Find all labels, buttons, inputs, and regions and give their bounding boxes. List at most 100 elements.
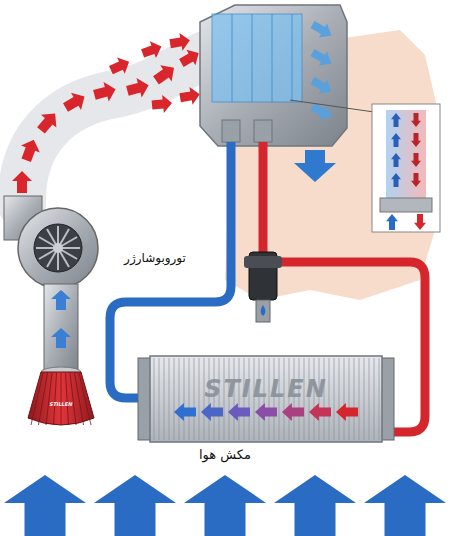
air-arrow (169, 33, 189, 51)
core-arrow (174, 403, 196, 421)
intake-manifold (200, 5, 347, 146)
manifold-heat-exchanger (212, 14, 302, 102)
pleat-line (66, 373, 69, 425)
intercooler-node: STILLEN (160, 372, 372, 406)
ambient-air-arrows (4, 475, 446, 536)
pleat-line (75, 373, 84, 425)
runner-arrow (311, 49, 332, 66)
runner-arrow (311, 77, 332, 94)
air-arrow (93, 82, 116, 101)
ambient-air-arrow (364, 475, 446, 536)
intake-arrow (51, 290, 71, 310)
inset-arrow (386, 214, 398, 230)
ambient-air-arrow (4, 475, 86, 536)
coolant-port (254, 120, 272, 142)
node-label: توروبوشارژر (124, 251, 186, 265)
charge-air-duct (22, 55, 205, 205)
inset-arrow (391, 173, 401, 187)
pleat-line (39, 373, 48, 425)
ambient-air-arrow (94, 475, 176, 536)
hot-coolant-pipe (259, 142, 268, 258)
fin-line (194, 358, 195, 440)
air-arrow (179, 87, 199, 105)
ambient-air-arrow (274, 475, 356, 536)
intake-caption: مکش هوا (199, 447, 251, 462)
intake-arrows (51, 290, 71, 348)
exchanger-fins (232, 14, 292, 102)
air-arrow (21, 140, 40, 162)
fin-line (339, 358, 340, 440)
inset-arrow (411, 153, 421, 167)
detail-inset (372, 104, 440, 232)
pleat-line (46, 373, 52, 425)
inset-arrow (391, 153, 401, 167)
filter-brand: STILLEN (50, 401, 73, 407)
fin-line (374, 358, 375, 440)
turbocharger-node: توروبوشارژر (110, 244, 200, 272)
fin-line (199, 358, 200, 440)
runner-arrow (311, 21, 332, 38)
air-arrow (141, 41, 161, 58)
node-label: STILLEN (204, 375, 328, 403)
air-arrow (152, 95, 172, 113)
fin-line (174, 358, 175, 440)
fin-line (344, 358, 345, 440)
core-arrow (282, 403, 304, 421)
intake-tube (44, 284, 78, 374)
wheel-blades (36, 226, 80, 270)
inset-core (386, 110, 426, 202)
inset-arrow (411, 113, 421, 127)
fin-line (359, 358, 360, 440)
core-arrow (201, 403, 223, 421)
fin-line (169, 358, 170, 440)
air-arrow (109, 57, 129, 74)
pump-head (244, 256, 282, 268)
fin-line (329, 358, 330, 440)
wheel-hub (53, 243, 63, 253)
air-arrow (37, 114, 56, 134)
leader-line (290, 100, 374, 112)
pleat-line (54, 373, 57, 425)
fin-line (154, 358, 155, 440)
filter-pleats (31, 373, 91, 425)
fin-line (189, 358, 190, 440)
fin-line (159, 358, 160, 440)
air-arrow (153, 65, 174, 84)
air-filter (28, 372, 94, 425)
coolant-port (222, 120, 240, 142)
drop-symbol (261, 305, 266, 316)
core-arrow (255, 403, 277, 421)
fin-line (369, 358, 370, 440)
air-arrow (12, 171, 32, 193)
charge-air-arrows (12, 33, 200, 193)
inset-arrow (391, 133, 401, 147)
pleat-line (70, 373, 76, 425)
inset-arrow (411, 173, 421, 187)
intercooler-core (150, 356, 382, 442)
fin-line (334, 358, 335, 440)
fin-line (164, 358, 165, 440)
core-arrow (228, 403, 250, 421)
intake-arrow (51, 328, 71, 348)
pump-motor (256, 300, 270, 322)
fin-line (179, 358, 180, 440)
inset-arrow (411, 133, 421, 147)
inset-tank (380, 198, 432, 212)
pleat-line (31, 373, 43, 425)
air-out-arrow (294, 150, 336, 182)
core-arrow (309, 403, 331, 421)
air-arrow (126, 78, 149, 97)
compressor-housing (18, 208, 98, 288)
pleat-line (79, 373, 91, 425)
pleat-line (61, 373, 62, 425)
core-arrow (336, 403, 358, 421)
core-arrows (174, 403, 358, 421)
air-arrow (179, 50, 199, 67)
air-arrow (63, 93, 85, 112)
ambient-air-arrow (184, 475, 266, 536)
fin-line (354, 358, 355, 440)
fin-line (184, 358, 185, 440)
fin-line (349, 358, 350, 440)
inset-arrow (391, 113, 401, 127)
core-fins (154, 358, 379, 440)
